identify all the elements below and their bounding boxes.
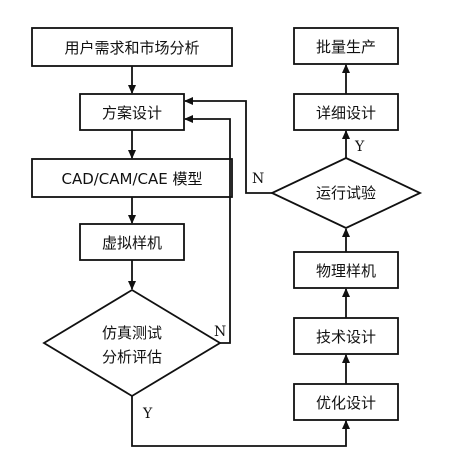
edge-label-run-yes: Y <box>354 139 365 155</box>
node-run-test-label: 运行试验 <box>316 184 376 202</box>
node-cad-model: CAD/CAM/CAE 模型 <box>31 158 233 198</box>
node-scheme-design-label: 方案设计 <box>102 104 162 122</box>
node-tech-design: 技术设计 <box>293 317 399 355</box>
node-virtual-prototype-label: 虚拟样机 <box>102 234 162 252</box>
node-mass-production-label: 批量生产 <box>316 38 376 56</box>
arrow-sim-no-loop <box>184 115 231 344</box>
node-scheme-design: 方案设计 <box>79 93 185 131</box>
node-mass-production: 批量生产 <box>293 27 399 65</box>
edge-label-run-no: N <box>252 171 264 187</box>
node-run-test: 运行试验 <box>269 157 423 229</box>
node-detail-design: 详细设计 <box>293 93 399 131</box>
arrow-run-no-loop <box>184 97 272 194</box>
edge-label-sim-no: N <box>214 324 226 340</box>
node-physical-prototype: 物理样机 <box>293 251 399 289</box>
node-cad-model-label: CAD/CAM/CAE 模型 <box>61 170 202 188</box>
node-detail-design-label: 详细设计 <box>316 104 376 122</box>
edge-label-sim-yes: Y <box>142 406 153 422</box>
node-physical-prototype-label: 物理样机 <box>316 262 376 280</box>
node-optimize-design-label: 优化设计 <box>316 394 376 412</box>
node-virtual-prototype: 虚拟样机 <box>79 223 185 261</box>
node-tech-design-label: 技术设计 <box>316 328 376 346</box>
node-user-demand: 用户需求和市场分析 <box>31 27 233 67</box>
node-sim-test: 仿真测试 分析评估 <box>42 288 222 398</box>
node-sim-test-label-1: 仿真测试 <box>102 324 162 342</box>
node-optimize-design: 优化设计 <box>293 383 399 421</box>
node-sim-test-label-2: 分析评估 <box>102 348 162 366</box>
node-user-demand-label: 用户需求和市场分析 <box>64 39 199 57</box>
arrow-sim-yes <box>131 396 350 447</box>
